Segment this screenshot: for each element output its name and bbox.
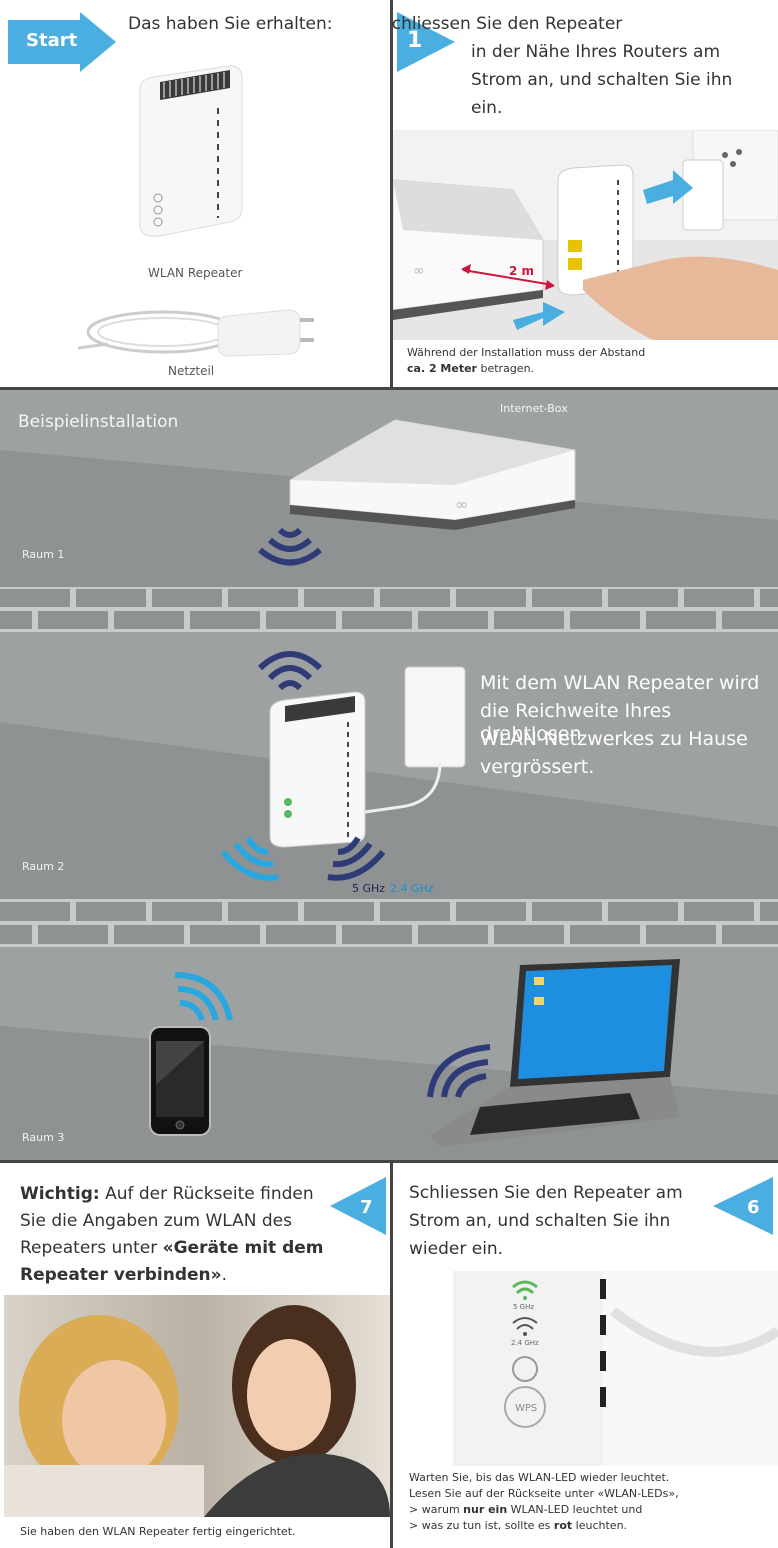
start-arrow-badge (8, 12, 116, 72)
step6-note3-bold: nur ein (463, 1503, 508, 1516)
step6-note3: > warum nur ein WLAN-LED leuchtet und (409, 1503, 642, 1516)
step1-illustration: ∞ (393, 130, 778, 340)
step6-note4: > was zu tun ist, sollte es rot leuchten… (409, 1519, 627, 1532)
router-label: Internet-Box (500, 402, 568, 415)
step1-note-rest: betragen. (477, 362, 535, 375)
wall-1 (0, 587, 778, 632)
adapter-caption: Netzteil (168, 364, 215, 378)
wifi-wave-top-icon (257, 651, 323, 690)
repeater-led-closeup (453, 1271, 778, 1466)
range-text-line4: vergrössert. (480, 756, 595, 778)
step1-text-line2: in der Nähe Ihres Routers am (471, 42, 721, 62)
band-5ghz-label: 5 GHz (352, 882, 386, 895)
step6-note3-pre: > warum (409, 1503, 464, 1516)
smartphone-illustration (149, 1026, 211, 1136)
step6-note4-bold: rot (553, 1519, 573, 1532)
led-24ghz-label: 2.4 GHz (511, 1339, 539, 1347)
room1-label: Raum 1 (22, 548, 65, 561)
range-text-line3: WLAN-Netzwerkes zu Hause (480, 728, 748, 750)
step6-text-line1: Schliessen Sie den Repeater am (409, 1183, 683, 1203)
step1-note-line2: ca. 2 Meter betragen. (407, 362, 534, 375)
step6-note1: Warten Sie, bis das WLAN-LED wieder leuc… (409, 1471, 670, 1484)
people-photo (4, 1295, 390, 1517)
step6-number: 6 (747, 1197, 760, 1218)
example-title: Beispielinstallation (18, 412, 179, 432)
room3: Raum 3 (0, 947, 778, 1163)
wifi-wave-24ghz-icon (220, 836, 279, 881)
step1-number: 1 (407, 28, 423, 53)
led-5ghz-label: 5 GHz (513, 1303, 535, 1311)
start-header: Das haben Sie erhalten: (128, 14, 333, 34)
room2: Mit dem WLAN Repeater wird die Reichweit… (0, 632, 778, 899)
distance-marker: 2 m (509, 264, 535, 278)
power-adapter-illustration (78, 309, 314, 357)
wifi-wave-router-icon (258, 527, 322, 566)
svg-text:∞: ∞ (413, 263, 425, 279)
room3-label: Raum 3 (22, 1131, 65, 1144)
wps-button-label: WPS (515, 1403, 538, 1414)
step7-bold-lead: Wichtig: (20, 1184, 100, 1204)
step6-note2: Lesen Sie auf der Rückseite unter «WLAN-… (409, 1487, 679, 1500)
step7-footer: Sie haben den WLAN Repeater fertig einge… (20, 1525, 296, 1538)
repeater-caption: WLAN Repeater (148, 266, 243, 280)
step6-panel: 6 Schliessen Sie den Repeater am Strom a… (393, 1163, 778, 1548)
room2-label: Raum 2 (22, 860, 65, 873)
step6-note4-pre: > was zu tun ist, sollte es (409, 1519, 554, 1532)
internet-box-illustration: ∞ (289, 419, 576, 530)
step7-text: Wichtig: Auf der Rückseite finden Sie di… (20, 1181, 330, 1289)
step7-panel: 7 Wichtig: Auf der Rückseite finden Sie … (0, 1163, 393, 1548)
laptop-illustration (430, 959, 680, 1147)
step6-note3-post: WLAN-LED leuchtet und (507, 1503, 643, 1516)
wall-2 (0, 899, 778, 947)
step6-text-line2: Strom an, und schalten Sie ihn (409, 1211, 671, 1231)
start-badge-label: Start (26, 30, 78, 51)
step1-arrow-badge (397, 12, 455, 72)
step1-note-line1: Während der Installation muss der Abstan… (407, 346, 646, 359)
svg-text:∞: ∞ (455, 495, 468, 514)
step7-number: 7 (360, 1197, 373, 1218)
range-text-line1: Mit dem WLAN Repeater wird (480, 672, 760, 694)
step1-text-line3: Strom an, und schalten Sie ihn (471, 70, 733, 90)
wifi-wave-5ghz-icon (327, 836, 386, 881)
step7-arrow-badge (330, 1177, 386, 1235)
step7-text2: Sie die Angaben zum WLAN des (20, 1211, 292, 1231)
step7-text1: Auf der Rückseite finden (99, 1184, 314, 1204)
step1-panel: 1 Schliessen Sie den Repeater in der Näh… (393, 0, 778, 390)
step6-arrow-badge (713, 1177, 773, 1235)
step1-text-line4: ein. (471, 98, 503, 118)
band-24ghz-label: 2.4 GHz (390, 882, 434, 895)
step1-text-line1: Schliessen Sie den Repeater (393, 14, 623, 34)
room1: Beispielinstallation Internet-Box ∞ Raum… (0, 390, 778, 587)
repeater-illustration (139, 65, 243, 237)
repeater-plugged-illustration (269, 666, 466, 848)
step7-text-end: . (221, 1265, 228, 1285)
step7-text3: Repeaters unter (20, 1238, 163, 1258)
step7-bold-ref: «Geräte mit dem (162, 1238, 324, 1258)
step6-note4-post: leuchten. (572, 1519, 628, 1532)
wifi-wave-phone-icon (174, 972, 233, 1022)
step1-note-bold: ca. 2 Meter (407, 362, 477, 375)
wifi-wave-laptop-icon (427, 1044, 491, 1098)
step6-text-line3: wieder ein. (409, 1239, 504, 1259)
start-panel: Start Das haben Sie erhalten: WLAN Repea… (0, 0, 393, 390)
range-text-line2: die Reichweite Ihres drahtlosen (480, 700, 672, 745)
step7-bold-ref2: Repeater verbinden» (20, 1265, 222, 1285)
